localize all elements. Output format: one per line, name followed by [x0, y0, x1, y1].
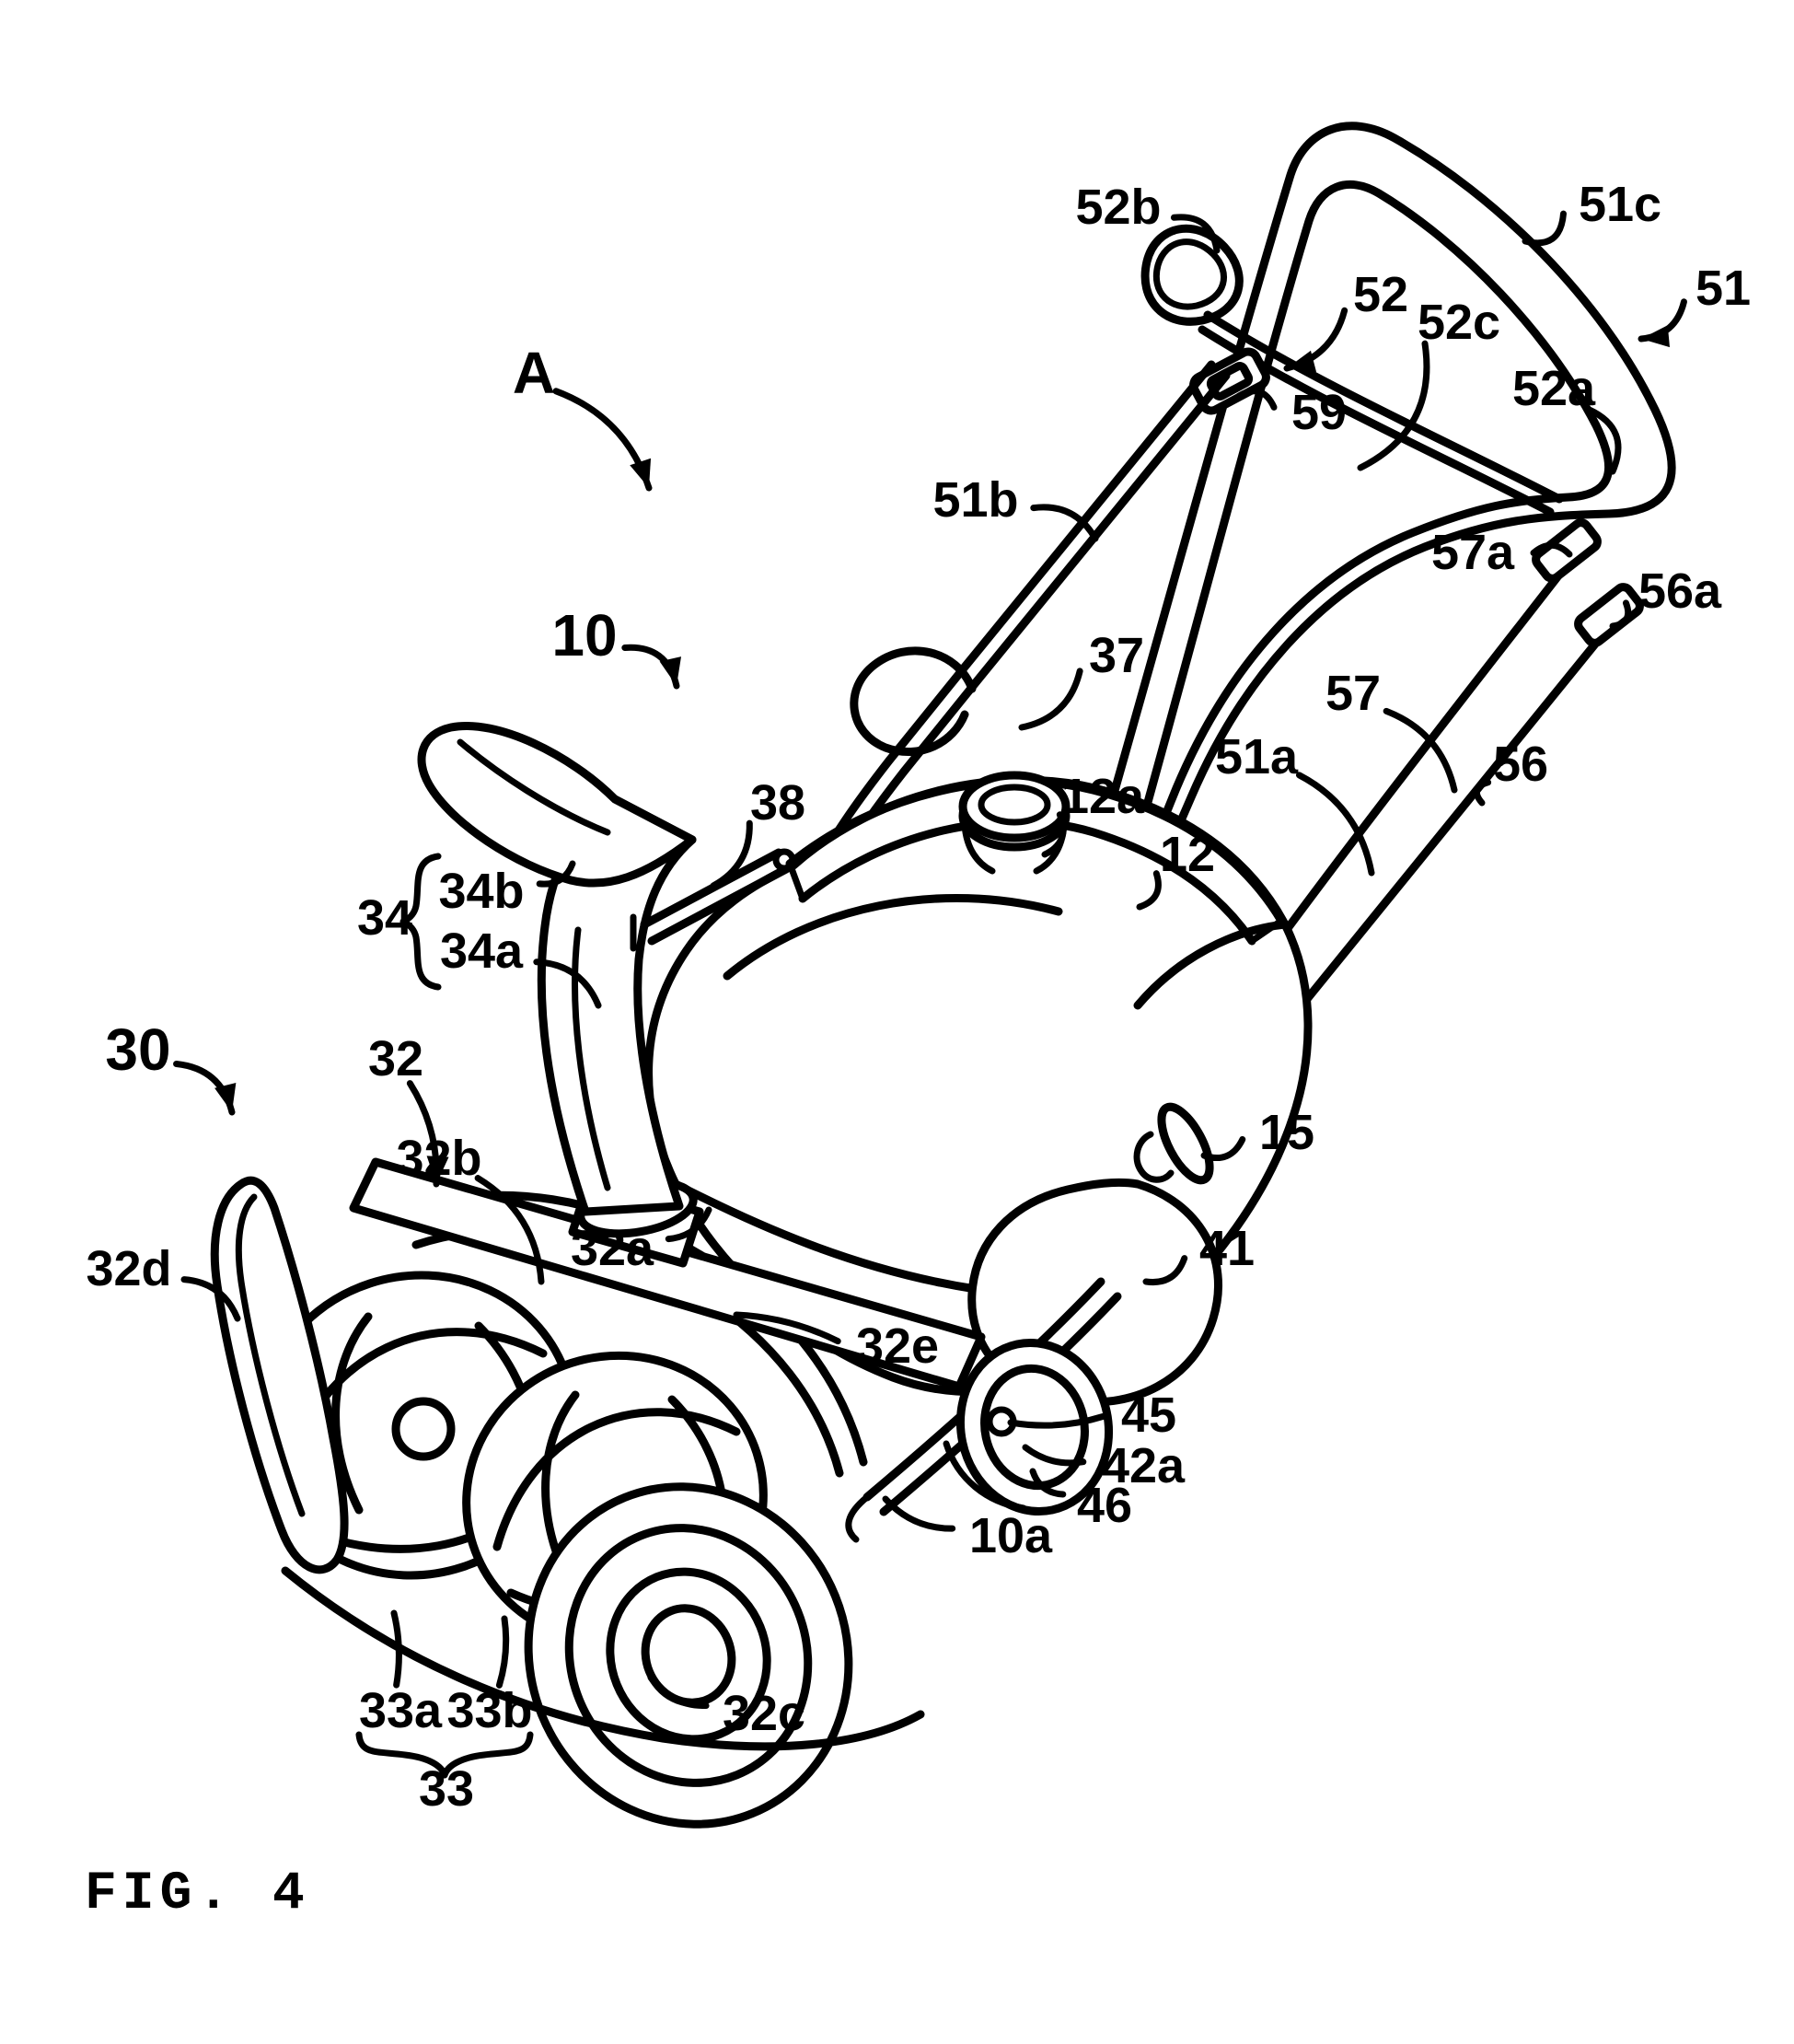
arrowhead-A	[630, 458, 652, 488]
leader-line-51a	[1295, 772, 1375, 877]
ref-label-32b: 32b	[396, 1131, 481, 1186]
ref-label-38: 38	[750, 775, 805, 830]
leader-line-42a	[1022, 1444, 1087, 1467]
leader-line-32e	[733, 1311, 841, 1345]
adjust-knob	[1133, 1102, 1214, 1185]
leader-line-56	[1473, 779, 1492, 807]
ref-label-52c: 52c	[1418, 295, 1500, 350]
ref-label-51a: 51a	[1215, 729, 1299, 784]
arrowhead-10	[659, 656, 682, 686]
ref-label-34b: 34b	[438, 864, 524, 919]
arrowhead-51	[1641, 325, 1670, 348]
ref-label-10: 10	[551, 602, 617, 668]
leader-line-32b	[474, 1175, 545, 1285]
side-disc-rings	[524, 1482, 853, 1829]
arrowhead-52	[1287, 350, 1317, 373]
arrowhead-30	[214, 1082, 237, 1112]
machine-drawing	[210, 122, 1676, 1829]
ref-label-34: 34	[357, 890, 412, 946]
ref-label-34a: 34a	[440, 923, 524, 979]
leader-line-37	[1018, 668, 1083, 731]
ref-label-52b: 52b	[1075, 180, 1161, 235]
leader-line-33a	[390, 1609, 402, 1689]
ref-label-10a: 10a	[969, 1508, 1053, 1563]
ref-label-52: 52	[1353, 267, 1408, 322]
leader-line-34a	[533, 958, 602, 1009]
ref-label-30: 30	[105, 1016, 170, 1083]
ref-label-42a: 42a	[1102, 1438, 1186, 1493]
ref-label-32: 32	[368, 1031, 423, 1086]
ref-label-56a: 56a	[1638, 563, 1722, 619]
leader-line-38	[710, 819, 753, 889]
leader-line-A	[552, 388, 653, 492]
leader-line-51c	[1522, 210, 1567, 247]
ref-label-A: A	[513, 340, 555, 406]
ref-label-51b: 51b	[932, 472, 1018, 528]
ref-label-33: 33	[419, 1761, 474, 1817]
ref-label-56: 56	[1493, 737, 1548, 792]
underbrace-33-group	[355, 1731, 534, 1779]
leader-line-41	[1142, 1255, 1188, 1286]
leader-line-52	[1283, 307, 1348, 372]
leader-line-10a	[882, 1495, 956, 1532]
ref-label-15: 15	[1259, 1105, 1314, 1160]
auger-housing	[210, 1157, 986, 1829]
ref-label-57: 57	[1325, 666, 1381, 721]
ref-label-57a: 57a	[1431, 525, 1515, 580]
leader-line-59	[1235, 388, 1278, 411]
leader-line-52c	[1357, 340, 1430, 471]
leader-line-32c	[647, 1674, 710, 1710]
ref-label-12: 12	[1160, 827, 1215, 882]
figure-caption: FIG. 4	[85, 1864, 310, 1924]
ref-label-41: 41	[1199, 1221, 1255, 1276]
leader-line-57	[1383, 707, 1458, 794]
ref-label-32a: 32a	[571, 1221, 654, 1276]
ref-label-45: 45	[1121, 1388, 1176, 1443]
ref-label-51c: 51c	[1579, 177, 1661, 232]
brace-34-group	[399, 853, 442, 991]
arrowhead-32	[426, 1156, 449, 1184]
leader-line-12a	[1041, 811, 1067, 858]
leader-line-51b	[1030, 504, 1099, 542]
leader-line-34b	[536, 860, 576, 888]
leader-line-32a	[665, 1206, 712, 1243]
leader-line-15	[1200, 1135, 1246, 1162]
ref-label-32d: 32d	[86, 1241, 171, 1296]
ref-label-51: 51	[1696, 261, 1751, 316]
ref-label-46: 46	[1077, 1478, 1132, 1533]
leader-line-45	[1007, 1412, 1106, 1429]
ref-label-33b: 33b	[446, 1683, 532, 1738]
ref-label-59: 59	[1291, 385, 1347, 440]
ref-label-32c: 32c	[723, 1686, 805, 1741]
left-side-plate	[210, 1176, 349, 1574]
leader-line-52b	[1170, 214, 1221, 254]
leader-line-32d	[180, 1276, 241, 1322]
leader-line-33b	[495, 1615, 510, 1689]
discharge-chute	[417, 722, 796, 1268]
leader-line-57a	[1530, 541, 1573, 558]
ref-label-52a: 52a	[1512, 361, 1596, 416]
ref-label-33a: 33a	[359, 1683, 443, 1738]
leader-line-52a	[1585, 406, 1622, 475]
fuel-cap	[958, 771, 1071, 875]
ref-label-37: 37	[1089, 628, 1144, 683]
leader-line-46	[1029, 1468, 1067, 1498]
housing-top-beam	[349, 1157, 986, 1391]
leader-line-56a	[1609, 599, 1632, 630]
leader-line-12	[1136, 870, 1162, 911]
ref-label-12a: 12a	[1061, 769, 1145, 824]
ref-label-32e: 32e	[856, 1318, 939, 1374]
